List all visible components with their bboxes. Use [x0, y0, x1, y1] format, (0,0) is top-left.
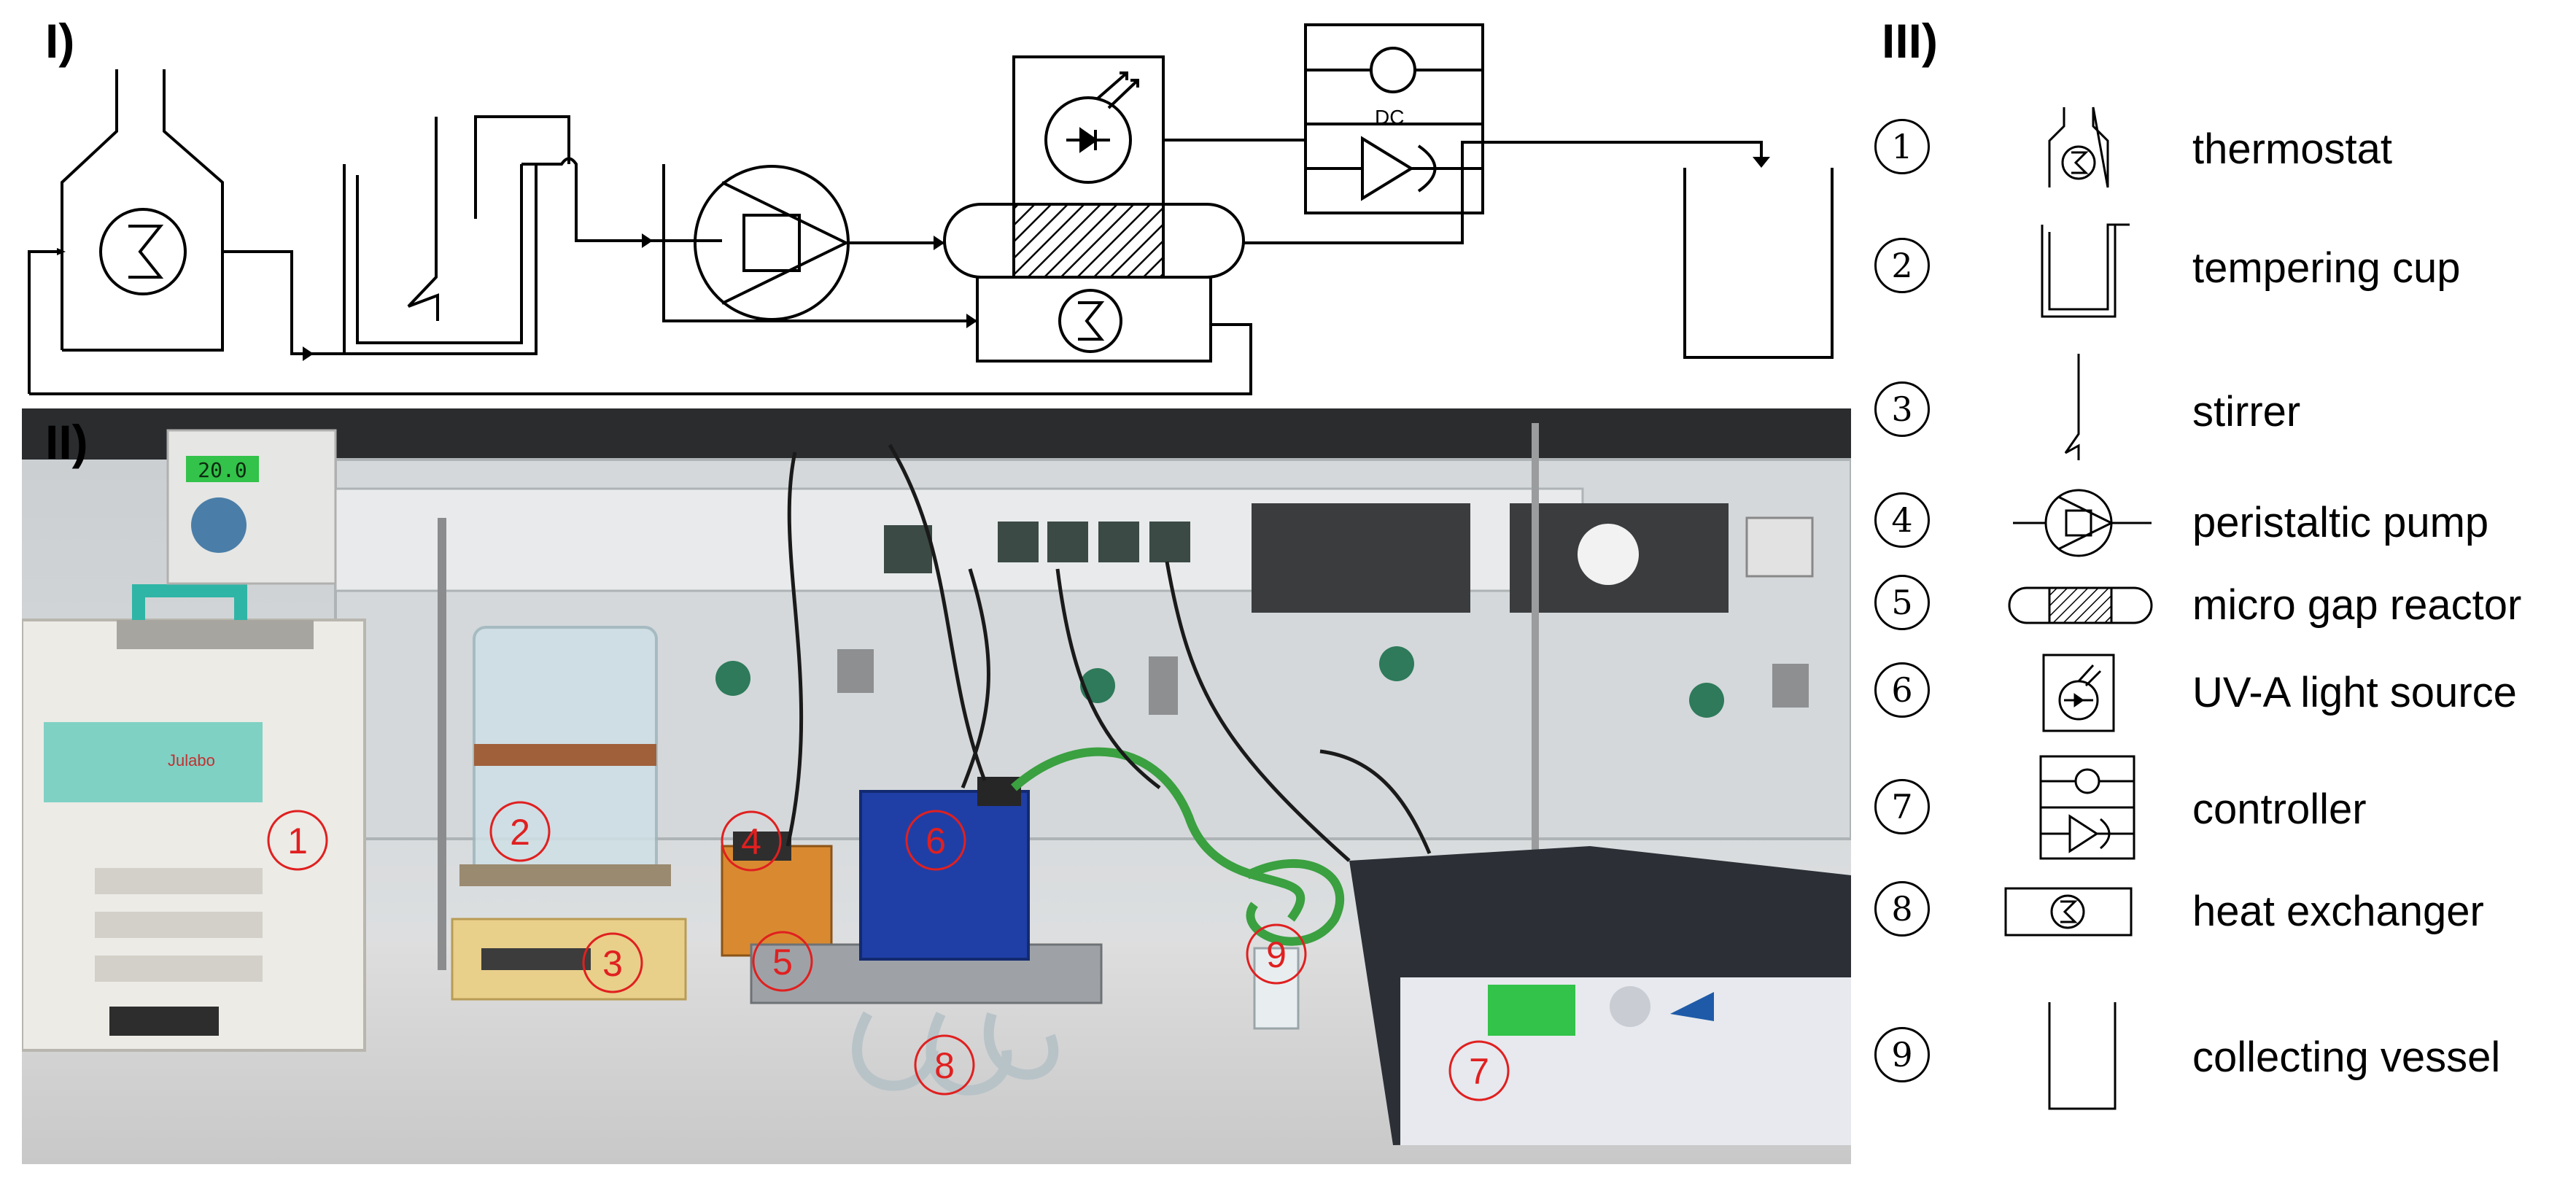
legend-number: 5: [1874, 575, 1930, 630]
svg-text:1: 1: [287, 821, 308, 861]
legend-label: micro gap reactor: [2192, 581, 2522, 629]
thermostat-brand-label: Julabo: [168, 751, 215, 770]
schematic-uv-light-source: [1012, 55, 1165, 206]
tempering-cup-symbol-icon: [2041, 223, 2130, 318]
legend-item-thermostat: 1 thermostat: [1853, 106, 2576, 193]
schematic-stirrer: [407, 117, 439, 321]
legend-label: tempering cup: [2192, 244, 2461, 292]
legend-label: collecting vessel: [2192, 1034, 2501, 1081]
legend-number: 1: [1874, 119, 1930, 174]
uv-light-source-symbol-icon: [2042, 654, 2115, 732]
photo-marker-9: 9: [1246, 923, 1307, 985]
panel-label-schematic: I): [45, 14, 75, 68]
thermostat-display-value: 20.0: [198, 458, 247, 482]
photo-marker-8: 8: [914, 1034, 975, 1096]
legend: III) 1 thermostat 2 tempering cup 3: [1853, 0, 2576, 1186]
legend-number: 8: [1874, 881, 1930, 937]
photo-marker-5: 5: [752, 931, 813, 992]
photo-marker-7: 7: [1448, 1040, 1510, 1101]
legend-label: UV-A light source: [2192, 669, 2517, 716]
schematic-dc-label: DC: [1375, 106, 1404, 128]
panel-label-photo: II): [45, 415, 88, 469]
svg-text:4: 4: [741, 821, 761, 862]
peristaltic-pump-symbol-icon: [2013, 489, 2152, 557]
legend-item-controller: 7 controller: [1853, 755, 2576, 860]
controller-symbol-icon: [2039, 755, 2135, 860]
svg-text:2: 2: [510, 812, 530, 853]
setup-photo: 20.0 Julabo: [22, 408, 1851, 1164]
micro-gap-reactor-symbol-icon: [2008, 586, 2153, 624]
svg-text:6: 6: [926, 821, 946, 861]
photo-marker-4: 4: [721, 810, 782, 872]
schematic-collecting-vessel: [1683, 168, 1834, 359]
schematic-heat-exchanger: [976, 276, 1212, 363]
legend-item-uv-light-source: 6 UV-A light source: [1853, 649, 2576, 737]
legend-item-stirrer: 3 stirrer: [1853, 354, 2576, 460]
collecting-vessel-symbol-icon: [2048, 1002, 2117, 1110]
legend-item-tempering-cup: 2 tempering cup: [1853, 223, 2576, 318]
photo-marker-1: 1: [267, 810, 328, 871]
photo-illustration: 20.0 Julabo: [22, 408, 1851, 1164]
schematic-thermostat: [61, 69, 224, 352]
schematic-controller: [1304, 23, 1484, 214]
legend-item-heat-exchanger: 8 heat exchanger: [1853, 868, 2576, 956]
legend-label: controller: [2192, 786, 2367, 833]
svg-text:3: 3: [602, 943, 623, 984]
legend-label: heat exchanger: [2192, 888, 2484, 935]
legend-number: 9: [1874, 1027, 1930, 1082]
process-schematic: DC: [28, 23, 1834, 395]
legend-item-micro-gap-reactor: 5 micro gap reactor: [1853, 562, 2576, 649]
photo-marker-3: 3: [582, 932, 643, 993]
stirrer-symbol-icon: [2064, 354, 2080, 460]
schematic-reactor: [943, 203, 1245, 279]
legend-item-peristaltic-pump: 4 peristaltic pump: [1853, 479, 2576, 567]
svg-text:5: 5: [772, 942, 793, 982]
heat-exchanger-symbol-icon: [2004, 887, 2133, 937]
svg-text:7: 7: [1469, 1051, 1489, 1092]
legend-number: 3: [1874, 381, 1930, 437]
legend-label: thermostat: [2192, 125, 2392, 173]
schematic-tempering-cup: [343, 164, 538, 355]
legend-number: 6: [1874, 662, 1930, 718]
schematic-pump: [694, 165, 850, 321]
photo-marker-6: 6: [905, 810, 966, 871]
schematic-piping: [28, 115, 1763, 395]
panel-label-legend: III): [1882, 14, 1938, 68]
photo-markers: 1 2 3 4 5 6 7: [267, 801, 1510, 1101]
legend-label: peristaltic pump: [2192, 499, 2489, 546]
legend-number: 2: [1874, 238, 1930, 293]
legend-label: stirrer: [2192, 388, 2301, 435]
svg-text:9: 9: [1266, 934, 1287, 975]
photo-marker-2: 2: [489, 801, 551, 862]
legend-number: 7: [1874, 779, 1930, 834]
legend-number: 4: [1874, 492, 1930, 548]
svg-text:8: 8: [934, 1045, 955, 1086]
thermostat-symbol-icon: [2048, 106, 2109, 188]
legend-item-collecting-vessel: 9 collecting vessel: [1853, 1002, 2576, 1110]
